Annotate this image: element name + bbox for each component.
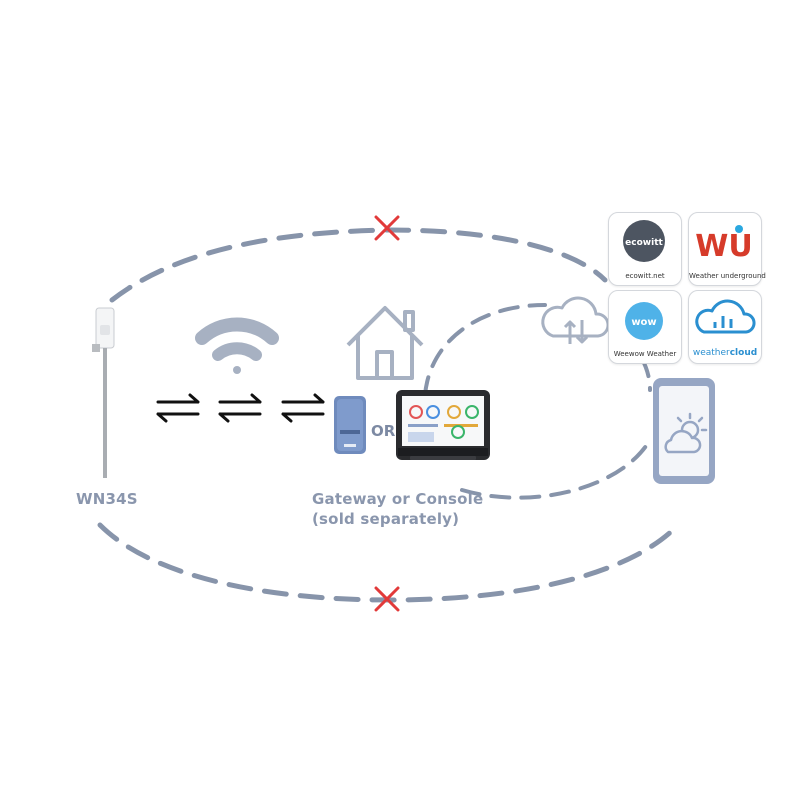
dashed-loop-top bbox=[109, 227, 608, 303]
cross-icon-bottom bbox=[374, 586, 400, 612]
service-caption-part-bold: cloud bbox=[729, 348, 758, 358]
service-tile-ecowitt: ecowitt.net bbox=[608, 212, 682, 286]
dashed-loop-bottom bbox=[97, 522, 681, 603]
sensor-probe bbox=[92, 307, 115, 478]
gateway-device bbox=[334, 396, 366, 454]
dashed-loop-inner-bottom bbox=[460, 438, 652, 500]
house-icon bbox=[346, 306, 424, 380]
service-tile-weathercloud: weathercloud bbox=[688, 290, 762, 364]
sync-arrows-icon-2 bbox=[218, 393, 262, 423]
dashed-loop-inner bbox=[423, 303, 547, 397]
gateway-label-line2: (sold separately) bbox=[312, 510, 460, 528]
service-caption: Weather underground bbox=[689, 272, 766, 280]
phone-icon bbox=[653, 378, 715, 484]
service-tile-wunderground: Weather underground bbox=[688, 212, 766, 286]
or-label: OR bbox=[371, 422, 396, 440]
sensor-label: WN34S bbox=[76, 490, 138, 508]
gateway-label-line1: Gateway or Console bbox=[312, 490, 484, 508]
sync-arrows-icon-1 bbox=[156, 393, 200, 423]
cross-icon-top bbox=[374, 215, 400, 241]
service-caption: weathercloud bbox=[689, 348, 761, 358]
sync-arrows-icon-3 bbox=[281, 393, 325, 423]
wifi-icon bbox=[195, 317, 279, 374]
service-tile-weewow: Weewow Weather bbox=[608, 290, 682, 364]
cloud-sync-icon bbox=[541, 296, 610, 344]
service-caption-part: weather bbox=[692, 348, 730, 358]
console-device bbox=[396, 390, 490, 460]
service-caption: ecowitt.net bbox=[625, 272, 665, 280]
service-caption: Weewow Weather bbox=[613, 350, 677, 358]
